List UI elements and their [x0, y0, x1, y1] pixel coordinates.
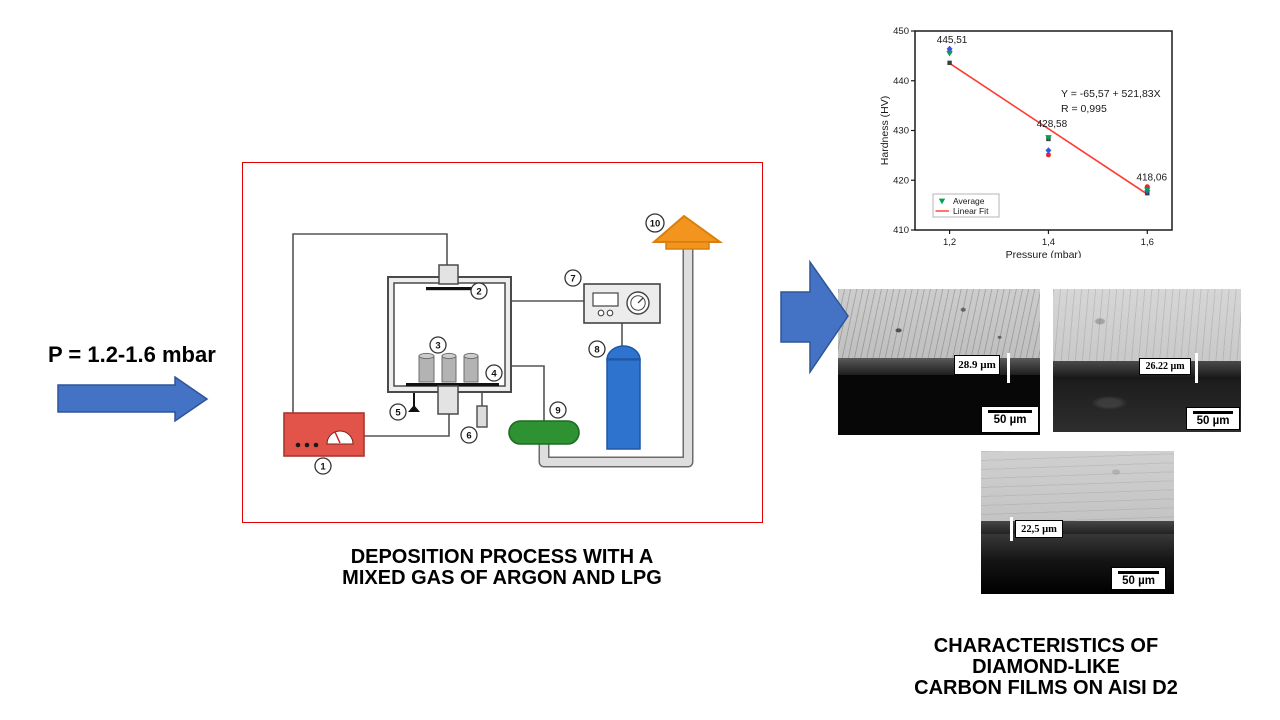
results-caption-line1: CHARACTERISTICS OF DIAMOND-LIKE — [933, 635, 1159, 678]
chamber-support — [408, 393, 420, 412]
y-axis-label: Hardness (HV) — [879, 96, 891, 165]
label-1: 1 — [314, 457, 332, 475]
x-axis: 1,2 1,4 1,6 — [943, 230, 1154, 248]
scale-bar-label: 50 µm — [993, 414, 1027, 426]
label-2: 2 — [470, 282, 488, 300]
power-supply — [283, 412, 365, 457]
lpg-tank — [508, 420, 580, 445]
svg-text:1: 1 — [320, 462, 326, 473]
y-axis: 410 420 430 440 450 — [893, 26, 915, 236]
argon-gas-cylinder — [606, 345, 641, 450]
scale-bar-line-icon — [988, 410, 1032, 413]
svg-text:Y = -65,57 + 521,83X: Y = -65,57 + 521,83X — [1061, 88, 1161, 100]
label-8: 8 — [588, 340, 606, 358]
svg-text:Linear Fit: Linear Fit — [953, 206, 989, 216]
fit-equation: Y = -65,57 + 521,83X R = 0,995 — [1061, 88, 1161, 115]
pressure-controller — [583, 283, 661, 324]
svg-text:1,4: 1,4 — [1042, 237, 1055, 248]
middle-flow-arrow — [780, 259, 849, 375]
svg-text:R = 0,995: R = 0,995 — [1061, 103, 1107, 115]
svg-text:8: 8 — [594, 345, 599, 356]
diagram-caption: DEPOSITION PROCESS WITH A MIXED GAS OF A… — [337, 547, 667, 589]
svg-text:6: 6 — [466, 431, 471, 442]
electrical-wires — [292, 233, 623, 437]
steel-substrate — [1053, 289, 1241, 361]
right-arrow-icon — [780, 259, 849, 375]
scale-bar: 50 µm — [1186, 407, 1240, 430]
deposition-diagram-panel: 1 2 3 4 5 6 7 8 9 10 — [242, 162, 763, 523]
label-7: 7 — [564, 269, 582, 287]
label-5: 5 — [389, 403, 407, 421]
label-10: 10 — [645, 213, 665, 233]
measure-line-icon — [1007, 353, 1010, 383]
svg-text:Average: Average — [953, 196, 985, 206]
scale-bar-label: 50 µm — [1122, 575, 1155, 587]
svg-text:4: 4 — [491, 369, 497, 380]
svg-text:5: 5 — [395, 408, 401, 419]
substrate-holder — [406, 383, 499, 387]
svg-text:428,58: 428,58 — [1037, 119, 1068, 130]
svg-text:418,06: 418,06 — [1136, 172, 1167, 183]
component-number-labels: 1 2 3 4 5 6 7 8 9 10 — [314, 213, 665, 475]
display — [592, 292, 619, 307]
micrograph-3: 22,5 µm 50 µm — [981, 451, 1174, 594]
svg-text:440: 440 — [893, 76, 909, 87]
svg-text:7: 7 — [570, 274, 575, 285]
svg-text:450: 450 — [893, 26, 909, 37]
label-9: 9 — [549, 401, 567, 419]
thickness-label: 28.9 µm — [954, 355, 1000, 375]
svg-text:9: 9 — [555, 406, 560, 417]
right-arrow-icon — [57, 376, 209, 423]
scale-bar: 50 µm — [981, 406, 1039, 433]
exhaust-pipe — [538, 249, 694, 468]
scale-bar-label: 50 µm — [1196, 415, 1230, 427]
exhaust-hood — [651, 214, 724, 250]
linear-fit-line — [949, 62, 1148, 195]
label-4: 4 — [485, 364, 503, 382]
point-labels: 445,51 428,58 418,06 — [937, 35, 1168, 183]
top-feedthrough — [438, 264, 459, 285]
measure-line-icon — [1195, 353, 1198, 383]
measure-line-icon — [1010, 517, 1013, 541]
scale-bar-line-icon — [1117, 571, 1160, 574]
top-electrode — [426, 287, 474, 291]
results-caption: CHARACTERISTICS OF DIAMOND-LIKE CARBON F… — [880, 636, 1212, 699]
deposition-diagram: 1 2 3 4 5 6 7 8 9 10 — [283, 213, 724, 475]
x-axis-label: Pressure (mbar) — [1006, 249, 1082, 258]
pressure-label: P = 1.2-1.6 mbar — [48, 342, 216, 367]
steel-substrate — [981, 451, 1174, 522]
sample-cylinders — [418, 352, 479, 383]
svg-text:3: 3 — [435, 341, 440, 352]
micrograph-2: 26.22 µm 50 µm — [1053, 289, 1241, 432]
thickness-label: 22,5 µm — [1015, 520, 1063, 538]
svg-text:430: 430 — [893, 126, 909, 137]
svg-text:1,2: 1,2 — [943, 237, 956, 248]
label-6: 6 — [460, 426, 478, 444]
left-flow-arrow — [57, 376, 209, 423]
svg-text:10: 10 — [650, 219, 661, 230]
diagram-caption-line1: DEPOSITION PROCESS WITH A — [350, 546, 654, 568]
micrograph-1: 28.9 µm 50 µm — [838, 289, 1040, 435]
thickness-label: 26.22 µm — [1139, 358, 1191, 375]
vacuum-chamber — [387, 264, 512, 415]
analog-meter-icon — [326, 430, 354, 445]
scale-bar-line-icon — [1192, 411, 1234, 414]
svg-text:1,6: 1,6 — [1141, 237, 1154, 248]
series-Average — [946, 50, 1151, 194]
svg-text:2: 2 — [476, 287, 481, 298]
svg-text:410: 410 — [893, 225, 909, 236]
steel-substrate — [838, 289, 1040, 358]
svg-text:445,51: 445,51 — [937, 35, 968, 46]
gauge-probe — [476, 405, 488, 428]
diagram-caption-line2: MIXED GAS OF ARGON AND LPG — [342, 567, 662, 589]
svg-text:420: 420 — [893, 175, 909, 186]
bottom-feedthrough — [437, 385, 459, 415]
results-caption-line2: CARBON FILMS ON AISI D2 — [914, 677, 1178, 699]
scale-bar: 50 µm — [1111, 567, 1166, 590]
label-3: 3 — [429, 336, 447, 354]
